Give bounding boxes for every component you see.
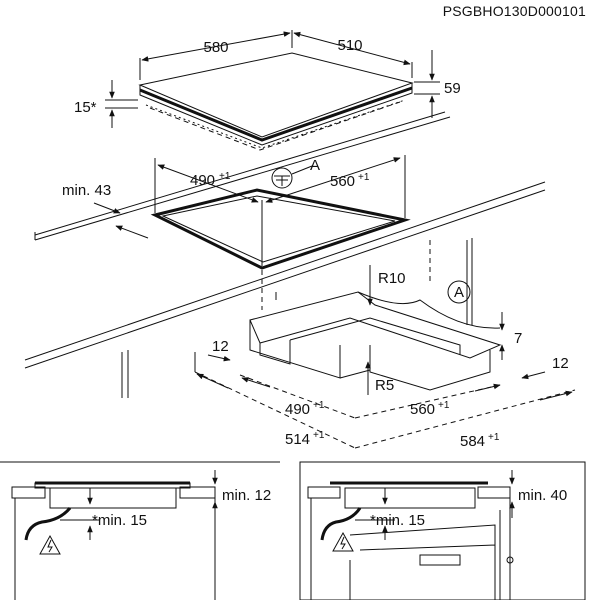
cutout-detail-ref: A — [310, 157, 320, 174]
electric-warning-icon — [39, 534, 61, 555]
hob-bevel-label: 15* — [74, 99, 97, 116]
install-right-section: *min. 15 min. 40 — [299, 461, 586, 600]
detail-ref-letter: A — [454, 284, 464, 301]
power-cable — [24, 507, 72, 541]
install-left-section: *min. 15 min. 12 — [0, 461, 280, 600]
worktop-front-edge — [24, 181, 546, 369]
cutout-depth-tol: +1 — [358, 172, 370, 183]
detail-rebate-left: 12 — [212, 338, 229, 355]
detail-outer-width-tol: +1 — [313, 430, 325, 441]
hob-depth-label: 510 — [337, 37, 362, 54]
cutout-min-edge-label: min. 43 — [62, 182, 111, 199]
detail-rebate-right: 12 — [552, 355, 569, 372]
detail-a-corner: R10 R5 A 7 12 12 490 +1 560 +1 514 +1 58… — [194, 265, 576, 450]
install-left-below: *min. 15 — [92, 512, 147, 529]
detail-outer-width: 514 — [285, 431, 310, 448]
detail-ref-circle — [447, 280, 471, 304]
hob-top-surface — [138, 52, 414, 138]
hob-height-label: 59 — [444, 80, 461, 97]
electric-warning-icon-2 — [332, 531, 354, 552]
worktop-cutout: 490 +1 560 +1 A min. 43 — [24, 111, 546, 398]
product-code: PSGBHO130D000101 — [443, 3, 586, 19]
detail-radius-inner: R5 — [375, 377, 394, 394]
detail-outer-depth-tol: +1 — [488, 432, 500, 443]
install-right-frame — [299, 461, 586, 600]
detail-inner-depth: 560 — [410, 401, 435, 418]
cutout-width-label: 490 — [190, 172, 215, 189]
detail-inner-depth-tol: +1 — [438, 400, 450, 411]
detail-outer-depth: 584 — [460, 433, 485, 450]
cutout-width-tol: +1 — [219, 171, 231, 182]
detail-marker-icon — [271, 167, 293, 189]
detail-step-height: 7 — [514, 330, 522, 347]
install-left-top: min. 12 — [222, 487, 271, 504]
install-right-top: min. 40 — [518, 487, 567, 504]
hob-width-label: 580 — [203, 39, 228, 56]
detail-inner-width-tol: +1 — [313, 400, 325, 411]
hob-front-edge — [139, 86, 413, 142]
install-right-below: *min. 15 — [370, 512, 425, 529]
detail-inner-width: 490 — [285, 401, 310, 418]
detail-radius-outer: R10 — [378, 270, 406, 287]
cutout-depth-label: 560 — [330, 173, 355, 190]
hob-perspective: 580 510 59 15* — [74, 30, 461, 151]
